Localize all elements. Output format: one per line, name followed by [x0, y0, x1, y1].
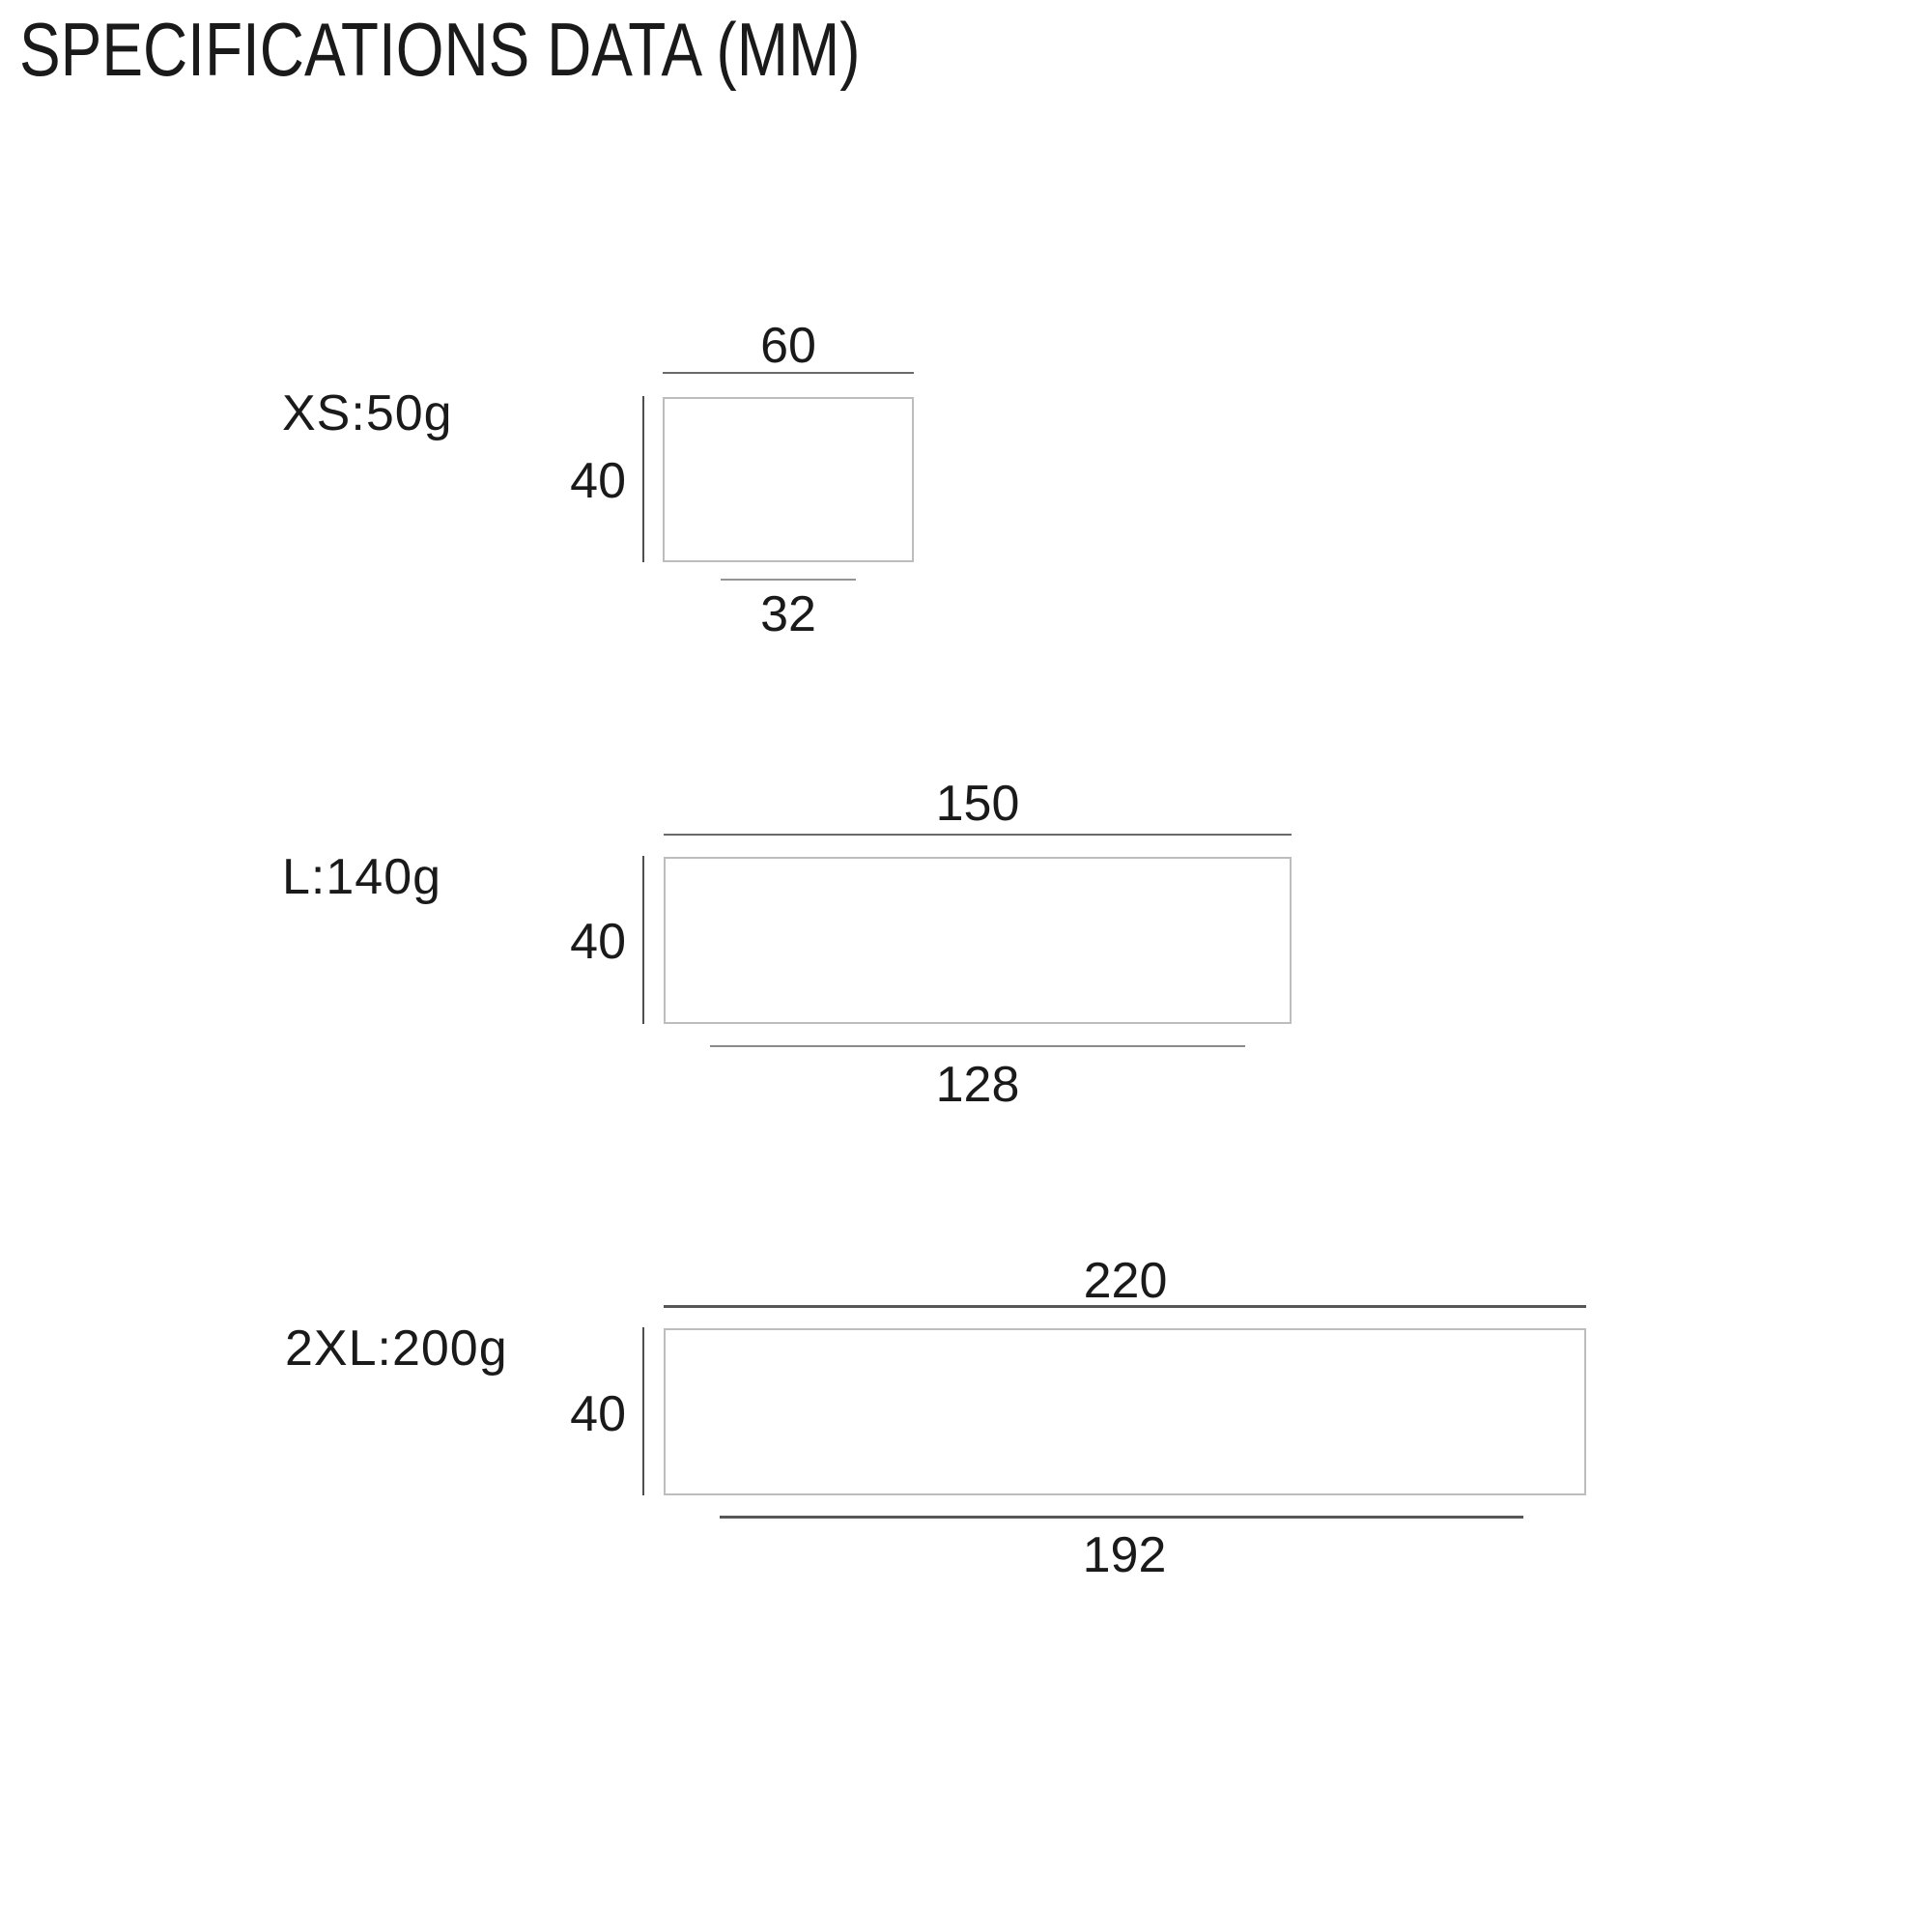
top-width-dimension-line [664, 1305, 1586, 1308]
top-width-value: 220 [1083, 1253, 1168, 1309]
bottom-width-dimension-line [720, 1516, 1523, 1519]
product-outline [664, 1328, 1586, 1495]
height-value: 40 [570, 914, 626, 970]
page-title: SPECIFICATIONS DATA (MM) [19, 7, 861, 92]
product-outline [663, 397, 914, 562]
bottom-width-value: 32 [760, 586, 816, 642]
height-dimension-line [642, 1327, 644, 1495]
height-value: 40 [570, 453, 626, 509]
height-dimension-line [642, 856, 644, 1024]
top-width-value: 60 [760, 318, 816, 374]
size-weight-label: XS:50g [282, 385, 453, 441]
bottom-width-dimension-line [721, 579, 856, 581]
bottom-width-dimension-line [710, 1045, 1245, 1047]
height-value: 40 [570, 1386, 626, 1442]
size-weight-label: L:140g [282, 849, 442, 905]
size-weight-label: 2XL:200g [285, 1321, 508, 1377]
top-width-dimension-line [664, 834, 1292, 836]
bottom-width-value: 128 [935, 1057, 1020, 1113]
product-outline [664, 857, 1292, 1024]
bottom-width-value: 192 [1082, 1527, 1167, 1583]
top-width-value: 150 [935, 776, 1020, 832]
height-dimension-line [642, 396, 644, 562]
top-width-dimension-line [663, 372, 914, 374]
